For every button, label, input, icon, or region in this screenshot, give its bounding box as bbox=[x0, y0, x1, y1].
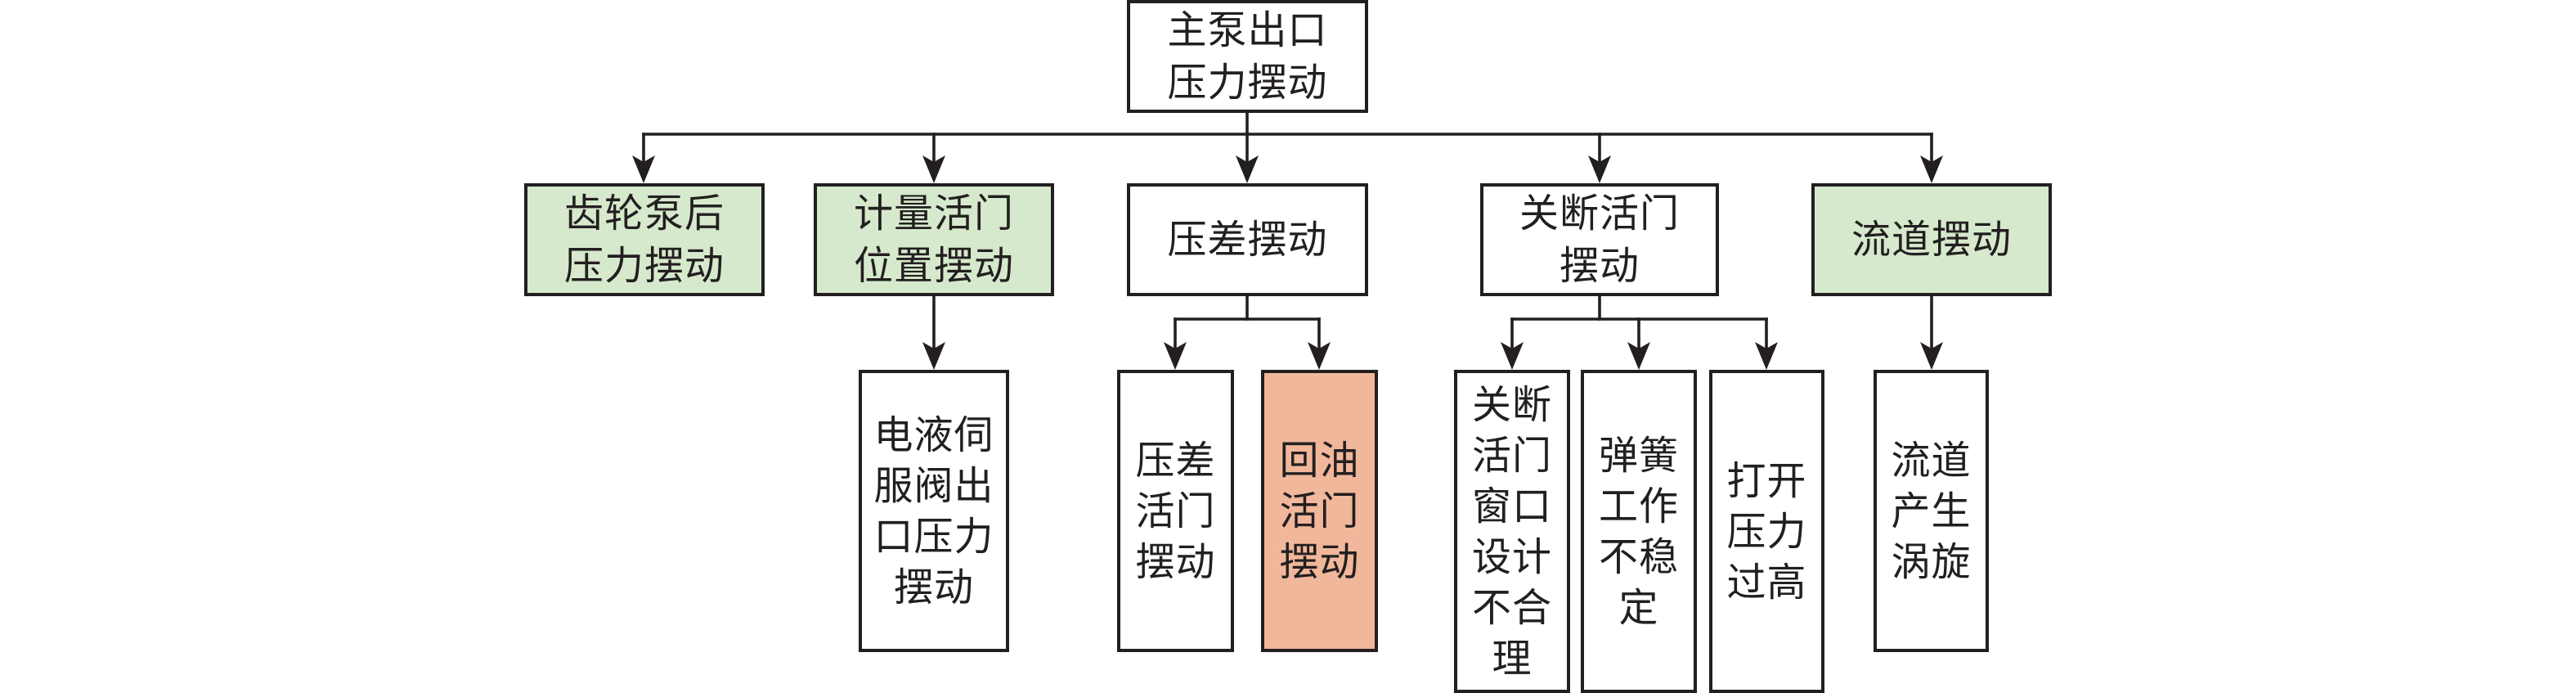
arrowhead-gear-pump bbox=[632, 155, 655, 183]
node-label-line: 摆动 bbox=[893, 564, 974, 610]
node-label-line: 工作 bbox=[1598, 483, 1679, 529]
node-label-line: 流道 bbox=[1891, 437, 1972, 484]
node-label-line: 摆动 bbox=[1559, 243, 1640, 289]
node-label-line: 活门 bbox=[1471, 432, 1552, 479]
node-label-line: 涡旋 bbox=[1891, 538, 1972, 585]
node-label-line: 打开 bbox=[1726, 457, 1807, 504]
node-label-line: 压差摆动 bbox=[1167, 217, 1328, 263]
node-return-oil-valve-oscillation: 回油 活门 摆动 bbox=[1261, 370, 1378, 652]
arrowhead-return-oil-valve bbox=[1308, 342, 1331, 370]
arrowhead-spring-unstable bbox=[1627, 342, 1650, 370]
node-label-line: 不合 bbox=[1471, 584, 1552, 631]
arrowhead-diff-pressure bbox=[1236, 155, 1259, 183]
arrowhead-servo-valve bbox=[922, 342, 945, 370]
node-dp-valve-oscillation: 压差 活门 摆动 bbox=[1117, 370, 1234, 652]
node-label-line: 计量活门 bbox=[853, 191, 1014, 236]
node-gear-pump-pressure: 齿轮泵后 压力摆动 bbox=[524, 183, 765, 296]
node-label-line: 压力摆动 bbox=[563, 243, 725, 289]
node-flow-channel: 流道摆动 bbox=[1811, 183, 2052, 296]
node-servo-valve-outlet-pressure: 电液伺 服阀出 口压力 摆动 bbox=[859, 370, 1009, 652]
node-label-line: 齿轮泵后 bbox=[563, 191, 725, 236]
node-differential-pressure: 压差摆动 bbox=[1127, 183, 1368, 296]
node-label-line: 弹簧 bbox=[1598, 432, 1679, 479]
arrowhead-opening-pressure bbox=[1755, 342, 1778, 370]
node-label-line: 摆动 bbox=[1279, 538, 1360, 585]
node-label-line: 设计 bbox=[1471, 533, 1552, 580]
node-label-line: 活门 bbox=[1279, 488, 1360, 534]
arrowhead-metering-valve bbox=[922, 155, 945, 183]
arrowhead-flow-vortex bbox=[1920, 342, 1943, 370]
arrowhead-flow-channel bbox=[1920, 155, 1943, 183]
node-metering-valve-position: 计量活门 位置摆动 bbox=[814, 183, 1054, 296]
node-flow-vortex: 流道 产生 涡旋 bbox=[1874, 370, 1989, 652]
arrowhead-shutoff-window bbox=[1501, 342, 1524, 370]
arrowhead-shutoff-valve bbox=[1588, 155, 1611, 183]
node-label-line: 产生 bbox=[1891, 488, 1972, 534]
node-label-line: 关断 bbox=[1471, 381, 1552, 428]
node-label-line: 定 bbox=[1618, 584, 1659, 631]
node-spring-unstable: 弹簧 工作 不稳 定 bbox=[1581, 370, 1697, 693]
node-label-line: 压差 bbox=[1135, 437, 1216, 484]
node-label-line: 服阀出 bbox=[873, 462, 994, 509]
arrowhead-dp-valve bbox=[1164, 342, 1187, 370]
node-label-line: 口压力 bbox=[873, 513, 994, 560]
node-shutoff-valve: 关断活门 摆动 bbox=[1480, 183, 1719, 296]
node-label-line: 过高 bbox=[1726, 559, 1807, 605]
node-label-line: 压力摆动 bbox=[1167, 60, 1328, 106]
node-shutoff-window-design: 关断 活门 窗口 设计 不合 理 bbox=[1454, 370, 1570, 693]
node-label-line: 主泵出口 bbox=[1167, 7, 1328, 53]
node-opening-pressure-high: 打开 压力 过高 bbox=[1709, 370, 1824, 693]
root-node-main-pump-outlet-pressure: 主泵出口 压力摆动 bbox=[1127, 0, 1368, 113]
node-label-line: 电液伺 bbox=[873, 412, 994, 458]
node-label-line: 关断活门 bbox=[1519, 191, 1680, 236]
node-label-line: 窗口 bbox=[1471, 483, 1552, 529]
node-label-line: 位置摆动 bbox=[853, 243, 1014, 289]
node-label-line: 摆动 bbox=[1135, 538, 1216, 585]
node-label-line: 流道摆动 bbox=[1851, 217, 2012, 263]
node-label-line: 理 bbox=[1492, 635, 1533, 682]
node-label-line: 回油 bbox=[1279, 437, 1360, 484]
node-label-line: 活门 bbox=[1135, 488, 1216, 534]
node-label-line: 不稳 bbox=[1598, 533, 1679, 580]
node-label-line: 压力 bbox=[1726, 508, 1807, 555]
